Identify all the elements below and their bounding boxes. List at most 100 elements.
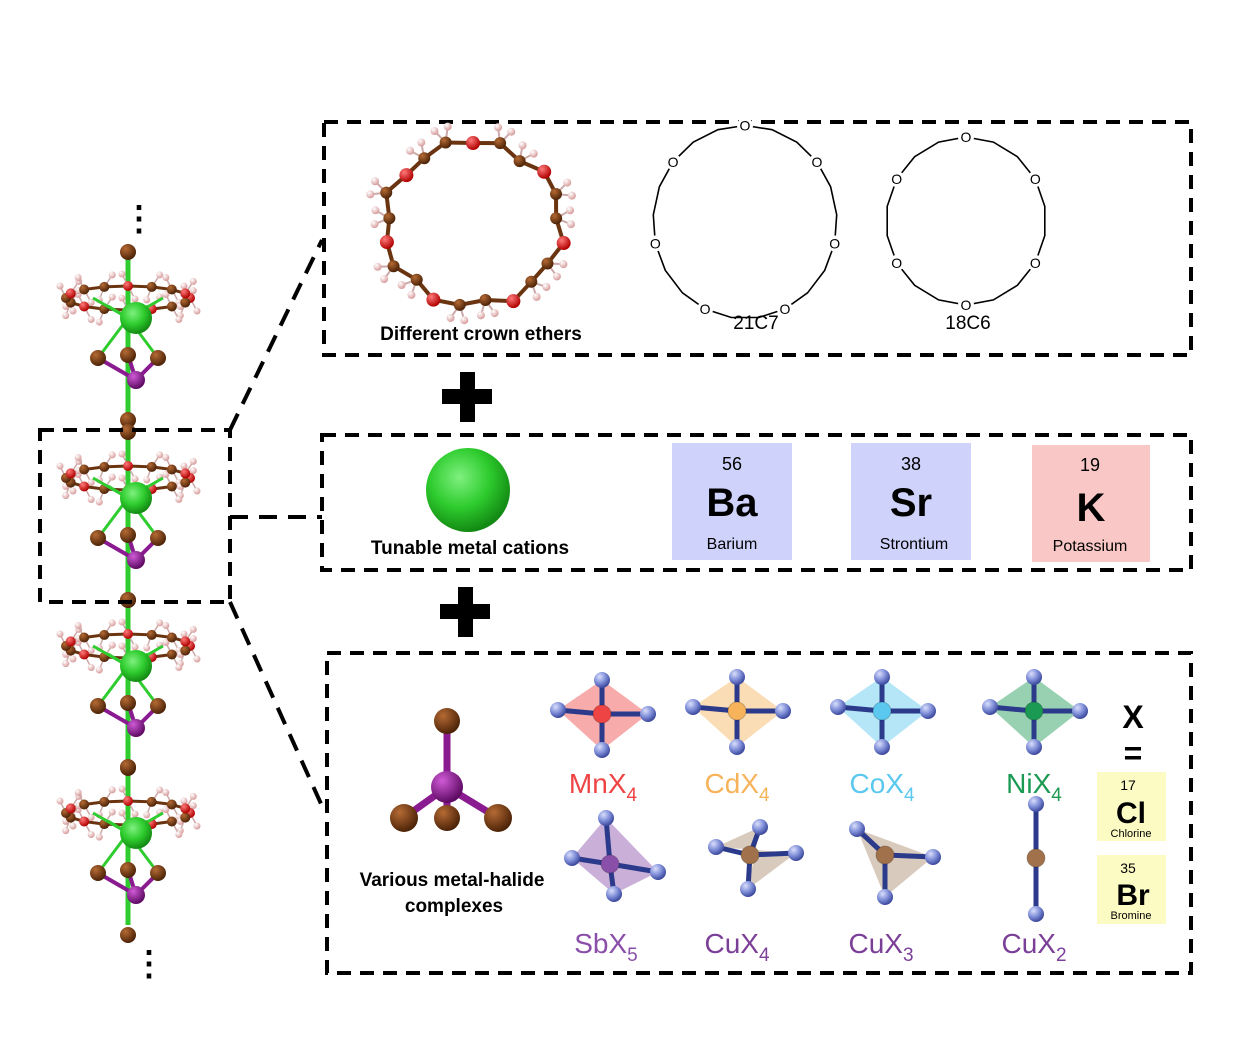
element-number: 17 [1120, 777, 1136, 793]
metal-center-atom [600, 854, 620, 874]
oxygen-label: O [1030, 171, 1041, 187]
hydrogen-atom [87, 299, 95, 307]
hydrogen-atom [118, 294, 126, 302]
hydrogen-atom [366, 190, 375, 199]
hydrogen-atom [494, 123, 503, 132]
oxygen-atom [180, 468, 191, 479]
oxygen-atom [123, 461, 133, 471]
complex-sbx5: SbX5 [564, 810, 666, 966]
metal-center-atom [727, 701, 747, 721]
hydrogen-atom [87, 479, 95, 487]
oxygen-atom [79, 301, 90, 312]
element-tile-cl: 17 Cl Chlorine [1097, 772, 1166, 841]
metal-center-atom [1026, 848, 1046, 868]
hydrogen-atom [460, 316, 469, 325]
hydrogen-atom [118, 642, 126, 650]
hydrogen-atom [566, 220, 575, 229]
hydrogen-atom [193, 655, 201, 663]
halide-ligand-atom [564, 850, 580, 866]
halide-ligand-atom [708, 839, 724, 855]
hydrogen-atom [417, 138, 426, 147]
hydrogen-atom [143, 476, 151, 484]
hydrogen-atom [74, 789, 82, 797]
complex-cux3: CuX3 [848, 821, 941, 966]
carbon-atom [79, 464, 90, 475]
complex-label: CuX3 [848, 928, 913, 966]
hydrogen-atom [380, 275, 389, 284]
element-tile-sr: 38 Sr Strontium [851, 443, 971, 560]
hydrogen-atom [162, 454, 170, 462]
halide-atom [90, 698, 106, 714]
hydrogen-atom [118, 270, 126, 278]
hydrogen-atom [131, 810, 139, 818]
element-number: 35 [1120, 860, 1136, 876]
polymer-chain: ⋮ ⋮ [56, 200, 201, 983]
hydrogen-atom [131, 295, 139, 303]
element-tile-ba: 56 Ba Barium [672, 443, 792, 560]
oxygen-atom [123, 796, 133, 806]
hydrogen-atom [162, 622, 170, 630]
hydrogen-atom [180, 282, 188, 290]
hydrogen-atom [446, 313, 455, 322]
hydrogen-atom [56, 630, 64, 638]
halide-label-line1: Various metal-halide [360, 870, 545, 891]
oxygen-gap [1027, 255, 1044, 271]
hydrogen-atom [156, 451, 164, 459]
chain-ellipsis-top: ⋮ [122, 200, 156, 238]
hydrogen-atom [189, 625, 197, 633]
hydrogen-atom [87, 830, 95, 838]
element-tile-bg [1032, 445, 1150, 562]
carbon-atom [99, 796, 110, 807]
carbon-atom [99, 281, 110, 292]
bridging-halide [120, 412, 136, 428]
hydrogen-atom [397, 280, 406, 289]
carbon-atom [180, 477, 191, 488]
hydrogen-atom [143, 811, 151, 819]
element-name: Barium [707, 536, 758, 553]
halide-atom [90, 530, 106, 546]
oxygen-label: O [650, 235, 661, 251]
hydrogen-atom [87, 315, 95, 323]
hydrogen-atom [430, 127, 439, 136]
hydrogen-atom [552, 272, 561, 281]
carbon-atom [166, 649, 177, 660]
metal-center-atom [740, 845, 760, 865]
hydrogen-atom [373, 262, 382, 271]
hydrogen-atom [69, 655, 77, 663]
oxygen-atom [79, 481, 90, 492]
hydrogen-atom [175, 830, 183, 838]
x-equals: = [1124, 735, 1143, 771]
oxygen-atom [537, 164, 552, 179]
halide-atom [120, 695, 136, 711]
complex-mnx4: MnX4 [550, 672, 656, 806]
hydrogen-atom [74, 454, 82, 462]
chain-ellipsis-bottom: ⋮ [132, 945, 166, 983]
carbon-atom [550, 212, 563, 225]
complex-label: CoX4 [849, 768, 914, 806]
oxygen-label: O [1030, 255, 1041, 271]
hydrogen-atom [175, 663, 183, 671]
element-tile-k: 19 K Potassium [1032, 445, 1150, 562]
hydrogen-atom [407, 290, 416, 299]
complex-label: CuX2 [1001, 928, 1066, 966]
oxygen-atom [506, 294, 521, 309]
halide-ligand-atom [729, 739, 745, 755]
hydrogen-atom [162, 290, 170, 298]
hydrogen-atom [108, 786, 116, 794]
carbon-atom [79, 632, 90, 643]
oxygen-atom [65, 288, 76, 299]
carbon-atom [99, 629, 110, 640]
oxygen-gap [1027, 171, 1044, 187]
carbon-atom [166, 816, 177, 827]
hydrogen-atom [189, 467, 197, 475]
carbon-atom [387, 260, 400, 273]
carbon-atom [513, 155, 526, 168]
carbon-atom [550, 188, 563, 201]
hydrogen-atom [108, 619, 116, 627]
cation-label: Tunable metal cations [371, 538, 569, 559]
hydrogen-atom [56, 282, 64, 290]
chain-repeat-unit [56, 759, 201, 943]
hydrogen-atom [69, 307, 77, 315]
carbon-atom [146, 796, 157, 807]
